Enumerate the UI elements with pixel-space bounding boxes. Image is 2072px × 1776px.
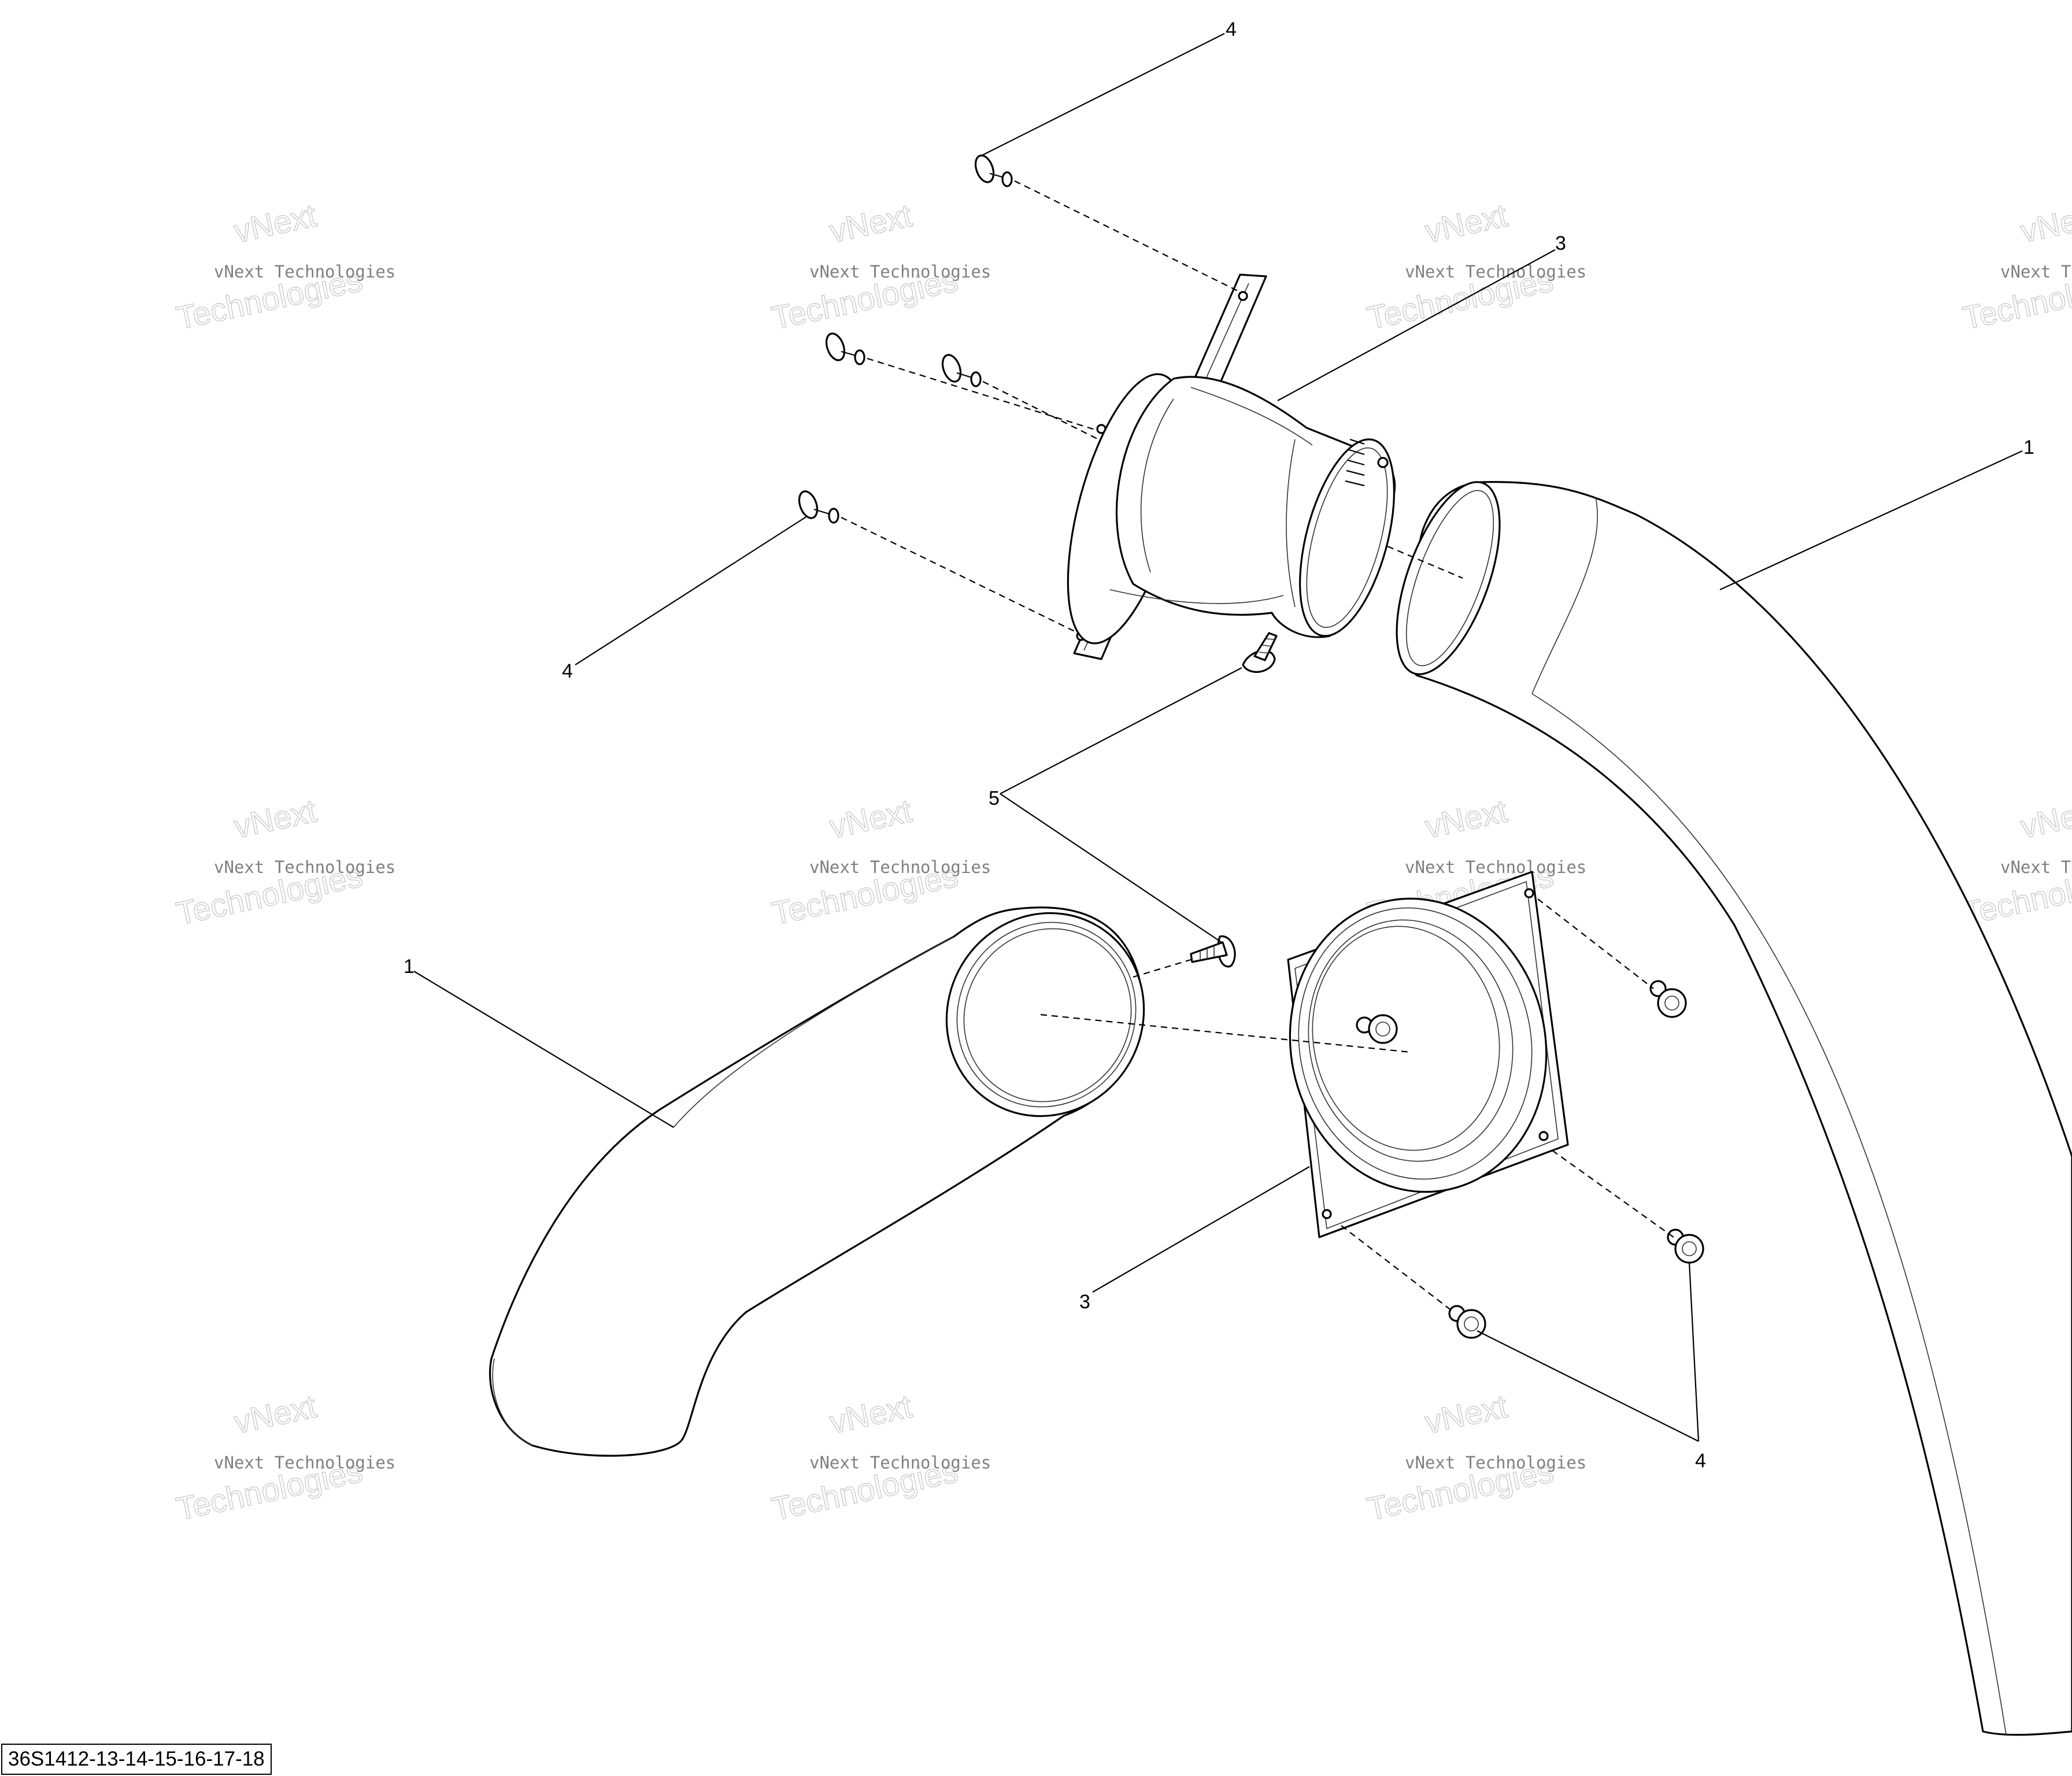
svg-text:vNext Technologies: vNext Technologies bbox=[214, 857, 395, 877]
watermark: vNext vNext Technologies Technologies bbox=[173, 1388, 396, 1528]
svg-text:vNext: vNext bbox=[2017, 197, 2072, 249]
svg-text:vNext: vNext bbox=[2017, 792, 2072, 845]
callouts: 4 3 1 4 5 1 3 4 bbox=[404, 18, 2034, 1472]
watermark: vNext vNext Technologies Technologies bbox=[173, 792, 396, 933]
watermark: vNext vNext Technologies Technologies bbox=[173, 197, 396, 337]
svg-text:vNext: vNext bbox=[826, 792, 915, 845]
svg-text:vNext: vNext bbox=[1422, 1388, 1511, 1440]
svg-text:vNext Technologies: vNext Technologies bbox=[1405, 857, 1586, 877]
upper-adapter bbox=[1067, 273, 1396, 660]
rivet bbox=[941, 354, 982, 387]
svg-text:vNext: vNext bbox=[231, 1388, 320, 1440]
callout-lower-adapter: 3 bbox=[1079, 1291, 1090, 1313]
svg-text:vNext Technologies: vNext Technologies bbox=[214, 1453, 395, 1472]
svg-text:vNext: vNext bbox=[231, 197, 320, 249]
screw bbox=[1242, 632, 1278, 673]
drawing-id-label: 36S1412-13-14-15-16-17-18 bbox=[1, 1744, 272, 1775]
rivet bbox=[798, 490, 839, 524]
svg-text:vNext Technologies: vNext Technologies bbox=[809, 262, 991, 282]
rivet bbox=[974, 154, 1013, 187]
svg-text:vNext Technologies: vNext Technologies bbox=[809, 857, 991, 877]
rivet bbox=[1356, 1014, 1398, 1044]
watermark: vNext vNext Technologies Technologies bbox=[768, 1388, 991, 1528]
svg-text:vNext Technologies: vNext Technologies bbox=[1405, 262, 1586, 282]
callout-left-rivet: 4 bbox=[562, 660, 573, 682]
svg-text:vNext: vNext bbox=[1422, 197, 1511, 249]
svg-text:vNext: vNext bbox=[1422, 792, 1511, 845]
watermark: vNext vNext Technologies Technologies bbox=[768, 197, 991, 337]
svg-text:vNext Technologies: vNext Technologies bbox=[2000, 262, 2072, 282]
watermark-partial: vNext vNext Technologies Technologies bbox=[1959, 792, 2072, 933]
svg-text:vNext: vNext bbox=[231, 792, 320, 845]
callout-top-rivet: 4 bbox=[1226, 18, 1237, 40]
svg-text:vNext Technologies: vNext Technologies bbox=[809, 1453, 991, 1472]
callout-left-duct: 1 bbox=[404, 956, 415, 978]
rivet bbox=[1448, 1305, 1486, 1339]
rivet bbox=[1649, 980, 1687, 1018]
watermark: vNext vNext Technologies Technologies bbox=[1364, 197, 1587, 337]
lower-adapter bbox=[1287, 871, 1569, 1238]
left-duct bbox=[489, 906, 1145, 1457]
svg-text:vNext: vNext bbox=[826, 197, 915, 249]
svg-text:vNext: vNext bbox=[826, 1388, 915, 1440]
callout-bottom-rivets: 4 bbox=[1695, 1450, 1706, 1472]
leader-lines bbox=[413, 33, 2023, 1442]
svg-text:vNext Technologies: vNext Technologies bbox=[2000, 857, 2072, 877]
rivet bbox=[1667, 1229, 1704, 1264]
svg-text:vNext Technologies: vNext Technologies bbox=[214, 262, 395, 282]
callout-right-duct: 1 bbox=[2023, 436, 2034, 458]
watermark: vNext vNext Technologies Technologies bbox=[1364, 1388, 1587, 1528]
callout-screws: 5 bbox=[989, 787, 1000, 809]
svg-text:vNext Technologies: vNext Technologies bbox=[1405, 1453, 1586, 1472]
rivet bbox=[825, 332, 865, 365]
screw bbox=[1190, 935, 1236, 968]
callout-upper-adapter: 3 bbox=[1555, 232, 1566, 254]
right-duct bbox=[1396, 481, 2072, 1736]
watermark-partial: vNext vNext Technologies Technologies bbox=[1959, 197, 2072, 337]
watermark: vNext vNext Technologies Technologies bbox=[768, 792, 991, 933]
assembly-lines bbox=[841, 180, 1674, 1313]
